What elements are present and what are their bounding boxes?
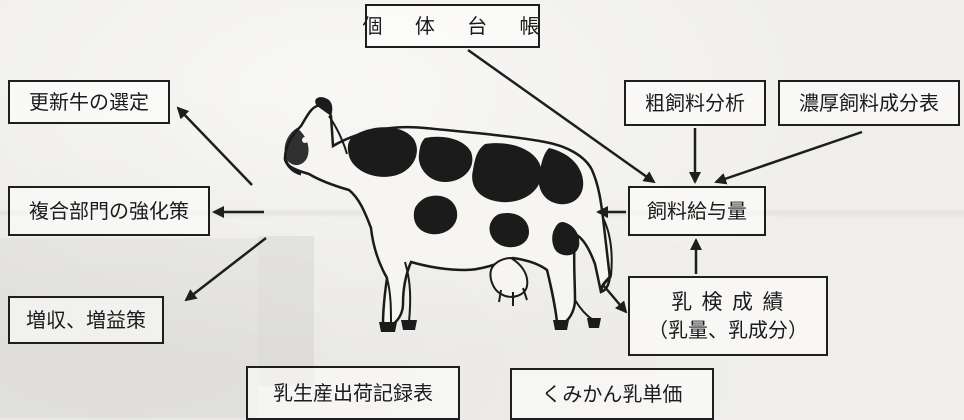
- node-composite-sector-strengthening: 複合部門の強化策: [8, 186, 210, 236]
- arrow-cow-to-revenue-increase: [184, 237, 267, 302]
- node-feed-amount-label: 飼料給与量: [647, 198, 747, 223]
- node-composite-sector-strengthening-label: 複合部門の強化策: [29, 198, 189, 223]
- node-revenue-profit-increase-label: 増収、増益策: [26, 307, 146, 332]
- node-roughage-analysis: 粗飼料分析: [624, 80, 766, 126]
- node-revenue-profit-increase: 増収、増益策: [8, 296, 164, 344]
- arrow-ledger-to-feed-amount: [467, 48, 656, 184]
- node-individual-ledger: 個 体 台 帳: [362, 4, 540, 48]
- node-milk-test-results-title: 乳検成績: [671, 290, 793, 315]
- node-concentrate-feed-table: 濃厚飼料成分表: [778, 80, 960, 126]
- node-milk-production-shipping-record-label: 乳生産出荷記録表: [273, 380, 433, 405]
- cow-illustration: [275, 94, 615, 344]
- node-feed-amount: 飼料給与量: [628, 186, 766, 236]
- node-milk-test-results: 乳検成績 （乳量、乳成分）: [628, 276, 828, 356]
- node-kumikan-milk-price-label: くみかん乳単価: [541, 381, 683, 406]
- node-roughage-analysis-label: 粗飼料分析: [645, 90, 745, 115]
- node-milk-test-results-text: 乳検成績 （乳量、乳成分）: [648, 290, 808, 341]
- print-bleed-block: [258, 236, 314, 386]
- node-concentrate-feed-table-label: 濃厚飼料成分表: [799, 90, 939, 115]
- holstein-cow-icon: [283, 97, 613, 332]
- node-individual-ledger-label: 個 体 台 帳: [362, 13, 553, 38]
- arrow-cow-to-milk-test: [603, 285, 628, 314]
- node-kumikan-milk-price: くみかん乳単価: [510, 368, 714, 420]
- arrow-cow-to-replacement-selection: [176, 106, 253, 186]
- node-milk-test-results-subtitle: （乳量、乳成分）: [648, 317, 808, 342]
- node-replacement-cow-selection-label: 更新牛の選定: [29, 89, 149, 114]
- node-milk-production-shipping-record: 乳生産出荷記録表: [246, 366, 460, 420]
- arrow-concentrate-to-feed-amount: [714, 130, 863, 185]
- node-replacement-cow-selection: 更新牛の選定: [8, 80, 170, 124]
